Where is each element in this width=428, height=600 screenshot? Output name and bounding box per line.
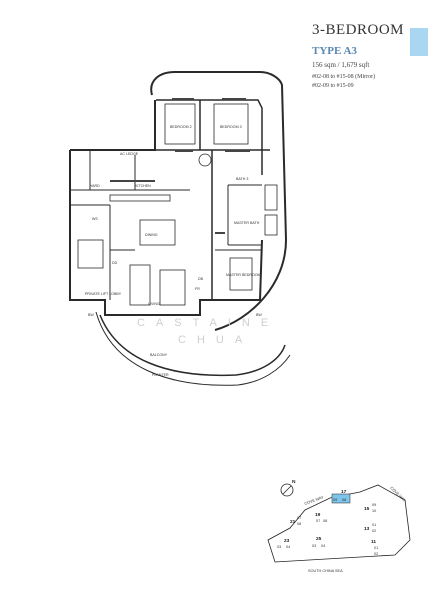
block-13-unit-a: 01 [372, 523, 376, 527]
block-11-unit-a: 01 [374, 546, 378, 550]
block-25-unit-b: 04 [321, 544, 325, 548]
block-19: 19 [315, 512, 321, 518]
label-db: DB [198, 277, 204, 281]
block-21-unit-a: 07 [297, 516, 301, 520]
unit-area: 156 sqm / 1,679 sqft [312, 61, 370, 69]
plan-hatching [110, 98, 250, 234]
unit-numbers: #02-08 to #15-08 (Mirror) #02-09 to #15-… [312, 73, 375, 90]
block-23: 23 [284, 538, 290, 544]
block-23-unit-b: 04 [286, 545, 290, 549]
label-master-bath: MASTER BATH [234, 221, 260, 225]
compass-icon [280, 483, 294, 497]
label-bw-2: BW [256, 313, 262, 317]
block-13-unit-b: 02 [372, 529, 376, 533]
unit-range-1: #02-08 to #15-08 (Mirror) [312, 74, 376, 80]
label-yard: YARD [90, 184, 100, 188]
label-ac-ledge: AC LEDGE [120, 152, 139, 156]
label-bath3: BATH 3 [236, 177, 248, 181]
label-bedroom2: BEDROOM 2 [170, 125, 192, 129]
label-dining: DINING [145, 233, 158, 237]
road-label-1: COVE WAY [304, 495, 325, 506]
block-15-unit-a: 09 [372, 503, 376, 507]
north-label: N [292, 479, 296, 485]
block-17-unit-a: 09 [333, 498, 337, 502]
block-11: 11 [371, 539, 376, 545]
sea-label: SOUTH CHINA SEA [308, 569, 343, 573]
block-17-unit-b: 08 [342, 498, 346, 502]
label-balcony: BALCONY [150, 353, 168, 357]
site-outline [267, 484, 411, 563]
label-lift-lobby: PRIVATE LIFT LOBBY [85, 292, 122, 296]
page-title: 3-BEDROOM [312, 22, 405, 38]
block-25-unit-a: 03 [312, 544, 316, 548]
label-planter: PLANTER [152, 373, 169, 377]
key-plan: N COVE WAY COVE WAY SOUTH CHINA SEA 17 0… [267, 479, 411, 573]
highlighted-units [331, 493, 351, 504]
block-23-unit-a: 03 [277, 545, 281, 549]
block-13: 13 [364, 526, 370, 532]
block-21: 21 [290, 519, 296, 525]
label-living: LIVING [148, 302, 160, 306]
label-dd: DD [112, 261, 118, 265]
block-25: 25 [316, 536, 322, 542]
block-21-unit-b: 08 [297, 522, 301, 526]
road-label-2: COVE WAY [389, 486, 406, 503]
unit-type: TYPE A3 [312, 45, 357, 57]
block-15-unit-b: 10 [372, 509, 376, 513]
label-fr: FR [195, 287, 200, 291]
unit-range-2: #02-09 to #15-09 [312, 82, 354, 89]
label-bw-1: BW [88, 313, 94, 317]
label-bedroom3: BEDROOM 3 [220, 125, 242, 129]
label-kitchen: KITCHEN [135, 184, 151, 188]
block-19-unit-b: 08 [323, 519, 327, 523]
block-15: 15 [364, 506, 370, 512]
label-ws: WS [92, 217, 98, 221]
block-17: 17 [341, 489, 347, 495]
watermark-line-1: CASTAINE [137, 317, 279, 329]
accent-bar [410, 28, 428, 56]
block-19-unit-a: 07 [316, 519, 320, 523]
label-master-bedroom: MASTER BEDROOM [226, 273, 261, 277]
block-11-unit-b: 02 [374, 552, 378, 556]
watermark-line-2: CHUA [178, 334, 253, 346]
